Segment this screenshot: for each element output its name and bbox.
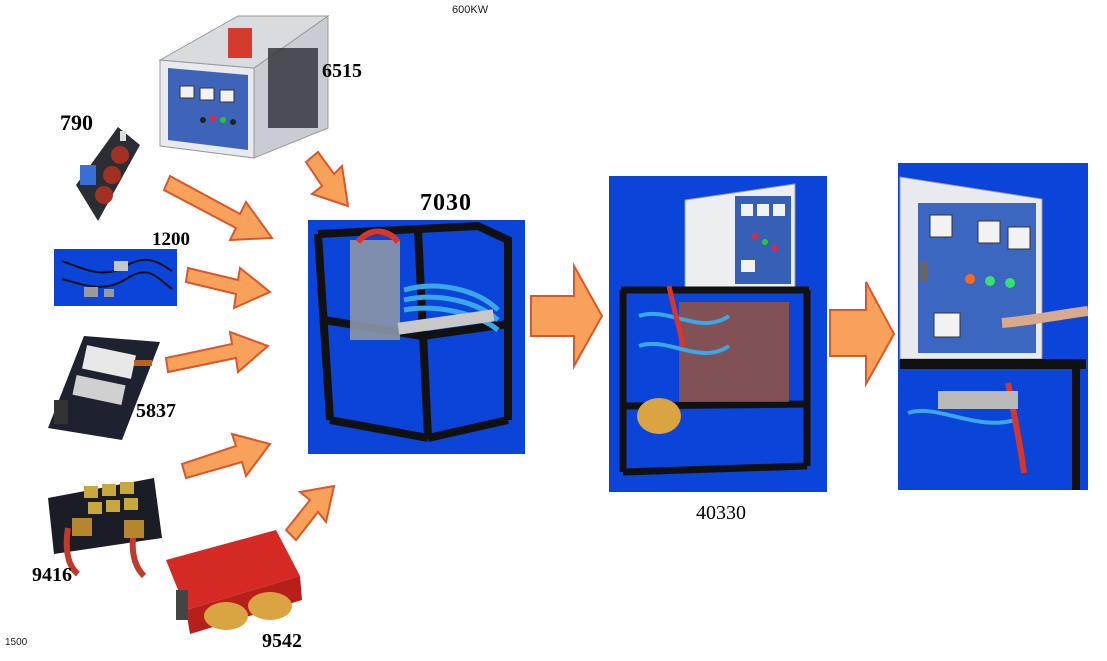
final-unit-photo [898, 163, 1088, 490]
reactor-board-photo [68, 125, 146, 225]
arrow-frame-to-assembled [530, 262, 604, 370]
footer-label: 1500 [5, 637, 28, 648]
transformer-photo [166, 530, 306, 648]
arrow-1200-to-frame [184, 266, 272, 310]
label-6515: 6515 [322, 60, 362, 82]
label-7030: 7030 [420, 190, 472, 216]
label-5837: 5837 [136, 400, 176, 422]
label-40330: 40330 [696, 502, 746, 524]
arrow-9542-to-frame [284, 484, 336, 542]
control-box-photo [158, 8, 330, 168]
assembled-unit-photo [609, 176, 827, 492]
power-label: 600KW [452, 4, 489, 16]
cable-set-photo [54, 249, 177, 306]
arrow-5837-to-frame [164, 330, 270, 374]
arrow-assembled-to-final [829, 281, 896, 388]
arrow-790-to-frame [162, 174, 274, 242]
frame-assembly-photo [308, 220, 525, 454]
label-9542: 9542 [262, 630, 302, 652]
label-790: 790 [60, 110, 93, 135]
rectifier-board-photo [44, 458, 168, 580]
igbt-board-photo [44, 330, 162, 442]
label-1200: 1200 [152, 229, 190, 250]
arrow-6515-to-frame [304, 150, 350, 208]
label-9416: 9416 [32, 564, 72, 586]
arrow-9416-to-frame [180, 432, 272, 480]
